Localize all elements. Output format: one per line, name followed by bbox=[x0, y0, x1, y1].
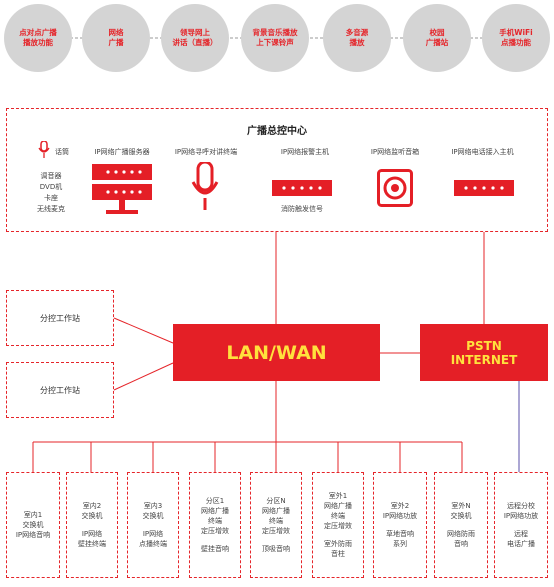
device-label: IP网络电话接入主机 bbox=[451, 148, 514, 156]
terminal-box: 分区1 网络广播 终端 定压增效 壁挂音响 bbox=[189, 472, 241, 578]
control-center-title: 广播总控中心 bbox=[247, 126, 307, 137]
device-label: IP网络监听音箱 bbox=[370, 148, 420, 156]
terminal-text: IP网络 壁挂终端 bbox=[78, 530, 106, 548]
feature-circle: 背景音乐播放 上下课铃声 bbox=[241, 4, 309, 72]
terminal-box: 分区N 网络广播 终端 定压增效 顶吸音响 bbox=[250, 472, 302, 578]
device-label: IP网络寻呼对讲终端 bbox=[174, 148, 238, 156]
terminal-box: 室外N 交换机 网络防雨 音响 bbox=[434, 472, 488, 578]
feature-label: 点对点广播 播放功能 bbox=[19, 28, 57, 47]
terminal-box: 室内1 交换机 IP网络音响 bbox=[6, 472, 60, 578]
feature-label: 多音源 播放 bbox=[345, 28, 369, 47]
feature-circle: 领导网上 讲话（直播） bbox=[161, 4, 229, 72]
alarm-host-icon bbox=[272, 180, 332, 196]
feature-circle: 校园 广播站 bbox=[403, 4, 471, 72]
terminal-text: 远程 电话广播 bbox=[507, 530, 535, 548]
terminal-text: 室外2 IP网络功放 bbox=[382, 502, 418, 520]
alarm-sub-label: 消防触发信号 bbox=[281, 205, 323, 213]
feature-circle: 手机WiFi 点播功能 bbox=[482, 4, 550, 72]
terminal-text: 分区N 网络广播 终端 定压增效 bbox=[262, 497, 290, 535]
phone-host-icon bbox=[454, 180, 514, 196]
feature-label: 校园 广播站 bbox=[425, 28, 449, 47]
terminal-box: 室外2 IP网络功放 草地音响 系列 bbox=[373, 472, 427, 578]
terminal-text: 室外1 网络广播 终端 定压增效 bbox=[324, 492, 352, 530]
terminal-text: 网络防雨 音响 bbox=[447, 530, 475, 548]
feature-circle: 点对点广播 播放功能 bbox=[4, 4, 72, 72]
feature-label: 领导网上 讲话（直播） bbox=[172, 28, 218, 47]
workstation-label: 分控工作站 bbox=[40, 314, 80, 323]
feature-circle: 网络 广播 bbox=[82, 4, 150, 72]
terminal-text: 室外N 交换机 bbox=[450, 502, 472, 520]
terminal-box: 室外1 网络广播 终端 定压增效 室外防雨 音柱 bbox=[312, 472, 364, 578]
device-label: IP网络广播服务器 bbox=[94, 148, 150, 156]
terminal-text: 顶吸音响 bbox=[262, 545, 290, 553]
terminal-box: 远程分校 IP网络功放 远程 电话广播 bbox=[494, 472, 548, 578]
microphone-icon bbox=[38, 141, 50, 158]
terminal-text: 室内2 交换机 bbox=[81, 502, 103, 520]
workstation-box: 分控工作站 bbox=[6, 362, 114, 418]
terminal-text: 壁挂音响 bbox=[201, 545, 229, 553]
terminal-text: 草地音响 系列 bbox=[386, 530, 414, 548]
terminal-text: IP网络 点播终端 bbox=[139, 530, 167, 548]
speaker-icon bbox=[377, 169, 413, 207]
feature-label: 网络 广播 bbox=[108, 28, 124, 47]
server-icon bbox=[92, 164, 152, 214]
mic-label: 话筒 bbox=[55, 148, 69, 156]
feature-circle: 多音源 播放 bbox=[323, 4, 391, 72]
terminal-text: 室外防雨 音柱 bbox=[324, 540, 352, 558]
terminal-text: 室内1 交换机 IP网络音响 bbox=[15, 511, 51, 539]
paging-mic-icon bbox=[191, 162, 219, 210]
terminal-text: 远程分校 IP网络功放 bbox=[503, 502, 539, 520]
workstation-label: 分控工作站 bbox=[40, 386, 80, 395]
terminal-box: 室内2 交换机 IP网络 壁挂终端 bbox=[66, 472, 118, 578]
lan-wan-block: LAN/WAN bbox=[173, 324, 380, 381]
terminal-text: 分区1 网络广播 终端 定压增效 bbox=[201, 497, 229, 535]
audio-sources: 调音器 DVD机 卡座 无线麦克 bbox=[37, 172, 65, 213]
feature-label: 手机WiFi 点播功能 bbox=[499, 28, 533, 47]
terminal-box: 室内3 交换机 IP网络 点播终端 bbox=[127, 472, 179, 578]
device-label: IP网络报警主机 bbox=[280, 148, 330, 156]
control-center-box bbox=[6, 108, 548, 232]
feature-label: 背景音乐播放 上下课铃声 bbox=[252, 28, 298, 47]
terminal-text: 室内3 交换机 bbox=[142, 502, 164, 520]
workstation-box: 分控工作站 bbox=[6, 290, 114, 346]
pstn-internet-block: PSTN INTERNET bbox=[420, 324, 548, 381]
